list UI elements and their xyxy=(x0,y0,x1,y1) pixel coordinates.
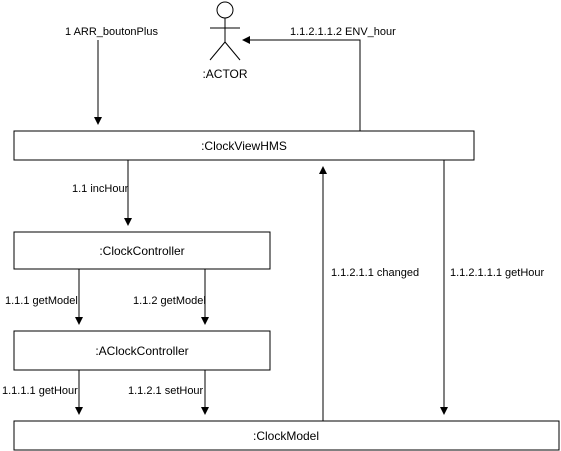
clock-view-hms-label: :ClockViewHMS xyxy=(201,139,287,153)
node-clock-view-hms[interactable]: :ClockViewHMS xyxy=(13,130,475,161)
get-hour-2-label: 1.1.2.1.1.1 getHour xyxy=(450,267,545,279)
inc-hour-label: 1.1 incHour xyxy=(72,183,129,195)
arr-bouton-plus-label: 1 ARR_boutonPlus xyxy=(65,26,158,38)
set-hour-label: 1.1.2.1 setHour xyxy=(128,385,204,397)
get-hour-1-label: 1.1.1.1 getHour xyxy=(2,385,78,397)
actor-right-leg xyxy=(224,41,241,61)
aclock-controller-box xyxy=(13,330,271,371)
env-hour-label: 1.1.2.1.1.2 ENV_hour xyxy=(290,26,396,38)
actor-label: :ACTOR xyxy=(202,67,247,81)
get-model-2-label: 1.1.2 getModel xyxy=(133,295,206,307)
node-aclock-controller[interactable]: :AClockController xyxy=(13,330,271,371)
node-clock-model[interactable]: :ClockModel xyxy=(13,420,560,451)
actor-head xyxy=(216,1,234,19)
clock-controller-label: :ClockController xyxy=(99,244,184,258)
env-hour-arrow xyxy=(242,36,361,131)
actor-figure[interactable] xyxy=(209,1,241,61)
get-model-1-label: 1.1.1 getModel xyxy=(5,295,78,307)
clock-view-hms-box xyxy=(13,130,475,161)
actor-left-leg xyxy=(209,41,226,61)
clock-controller-box xyxy=(13,231,271,270)
aclock-controller-label: :AClockController xyxy=(95,344,188,358)
changed-label: 1.1.2.1.1 changed xyxy=(331,267,419,279)
clock-model-label: :ClockModel xyxy=(253,429,319,443)
node-clock-controller[interactable]: :ClockController xyxy=(13,231,271,270)
clock-model-box xyxy=(13,420,560,451)
